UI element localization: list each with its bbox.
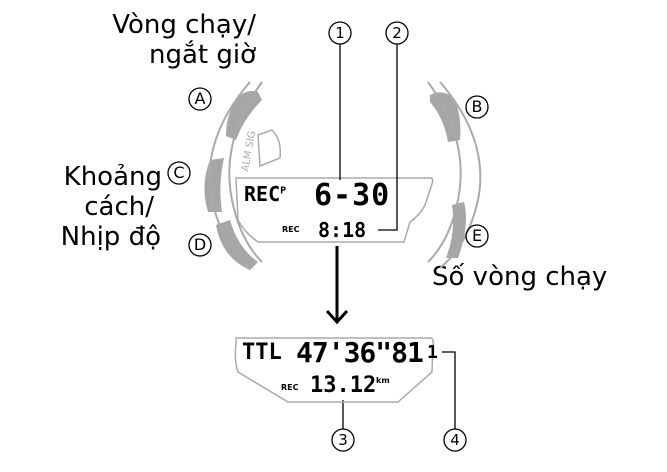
bezel-text: ALM SIG xyxy=(240,130,258,173)
callout-1: 1 xyxy=(335,24,345,42)
distance-pace-line3: Nhịp độ xyxy=(60,222,161,252)
distance-pace-line2: cách/ xyxy=(84,192,154,222)
bottom-main-value: 47'36"81 xyxy=(296,336,424,369)
lap-split-line1: Vòng chạy/ xyxy=(112,10,256,40)
top-lcd-frame xyxy=(235,177,434,243)
top-mode: RECP xyxy=(244,182,286,206)
bottom-lcd-frame xyxy=(234,337,434,403)
top-sub-label: REC xyxy=(282,225,300,234)
button-d-shape xyxy=(216,220,258,270)
lap-count-label: Số vòng chạy xyxy=(432,262,608,292)
bottom-unit: km xyxy=(376,376,390,385)
callout-2: 2 xyxy=(392,24,402,42)
bottom-sub-label: REC xyxy=(281,383,299,392)
button-e[interactable]: E xyxy=(471,226,483,245)
top-main-value: 6-30 xyxy=(314,178,391,213)
button-b[interactable]: B xyxy=(471,97,483,116)
leader-lines xyxy=(339,44,456,429)
top-sub-value: 8:18 xyxy=(318,218,367,242)
top-mode-text: REC xyxy=(244,182,281,206)
lap-split-line2: ngắt giờ xyxy=(148,40,256,70)
watch-case xyxy=(208,81,482,269)
callout-3: 3 xyxy=(338,431,348,449)
button-a[interactable]: A xyxy=(194,89,206,108)
sensor-window xyxy=(257,129,282,168)
down-arrow-icon xyxy=(325,246,349,325)
callout-4: 4 xyxy=(450,431,460,449)
button-c[interactable]: C xyxy=(173,163,185,182)
lap-split-label: Vòng chạy/ ngắt giờ xyxy=(70,10,256,70)
distance-pace-label: Khoảng cách/ Nhịp độ xyxy=(30,162,162,252)
bottom-sub-value: 13.12 xyxy=(310,373,377,398)
top-mode-sup: P xyxy=(280,185,287,197)
bottom-mode: TTL xyxy=(242,340,282,365)
bottom-lap-value: 1 xyxy=(427,342,438,363)
distance-pace-line1: Khoảng xyxy=(63,162,162,192)
button-c-shape xyxy=(204,158,224,212)
button-d[interactable]: D xyxy=(193,235,207,254)
